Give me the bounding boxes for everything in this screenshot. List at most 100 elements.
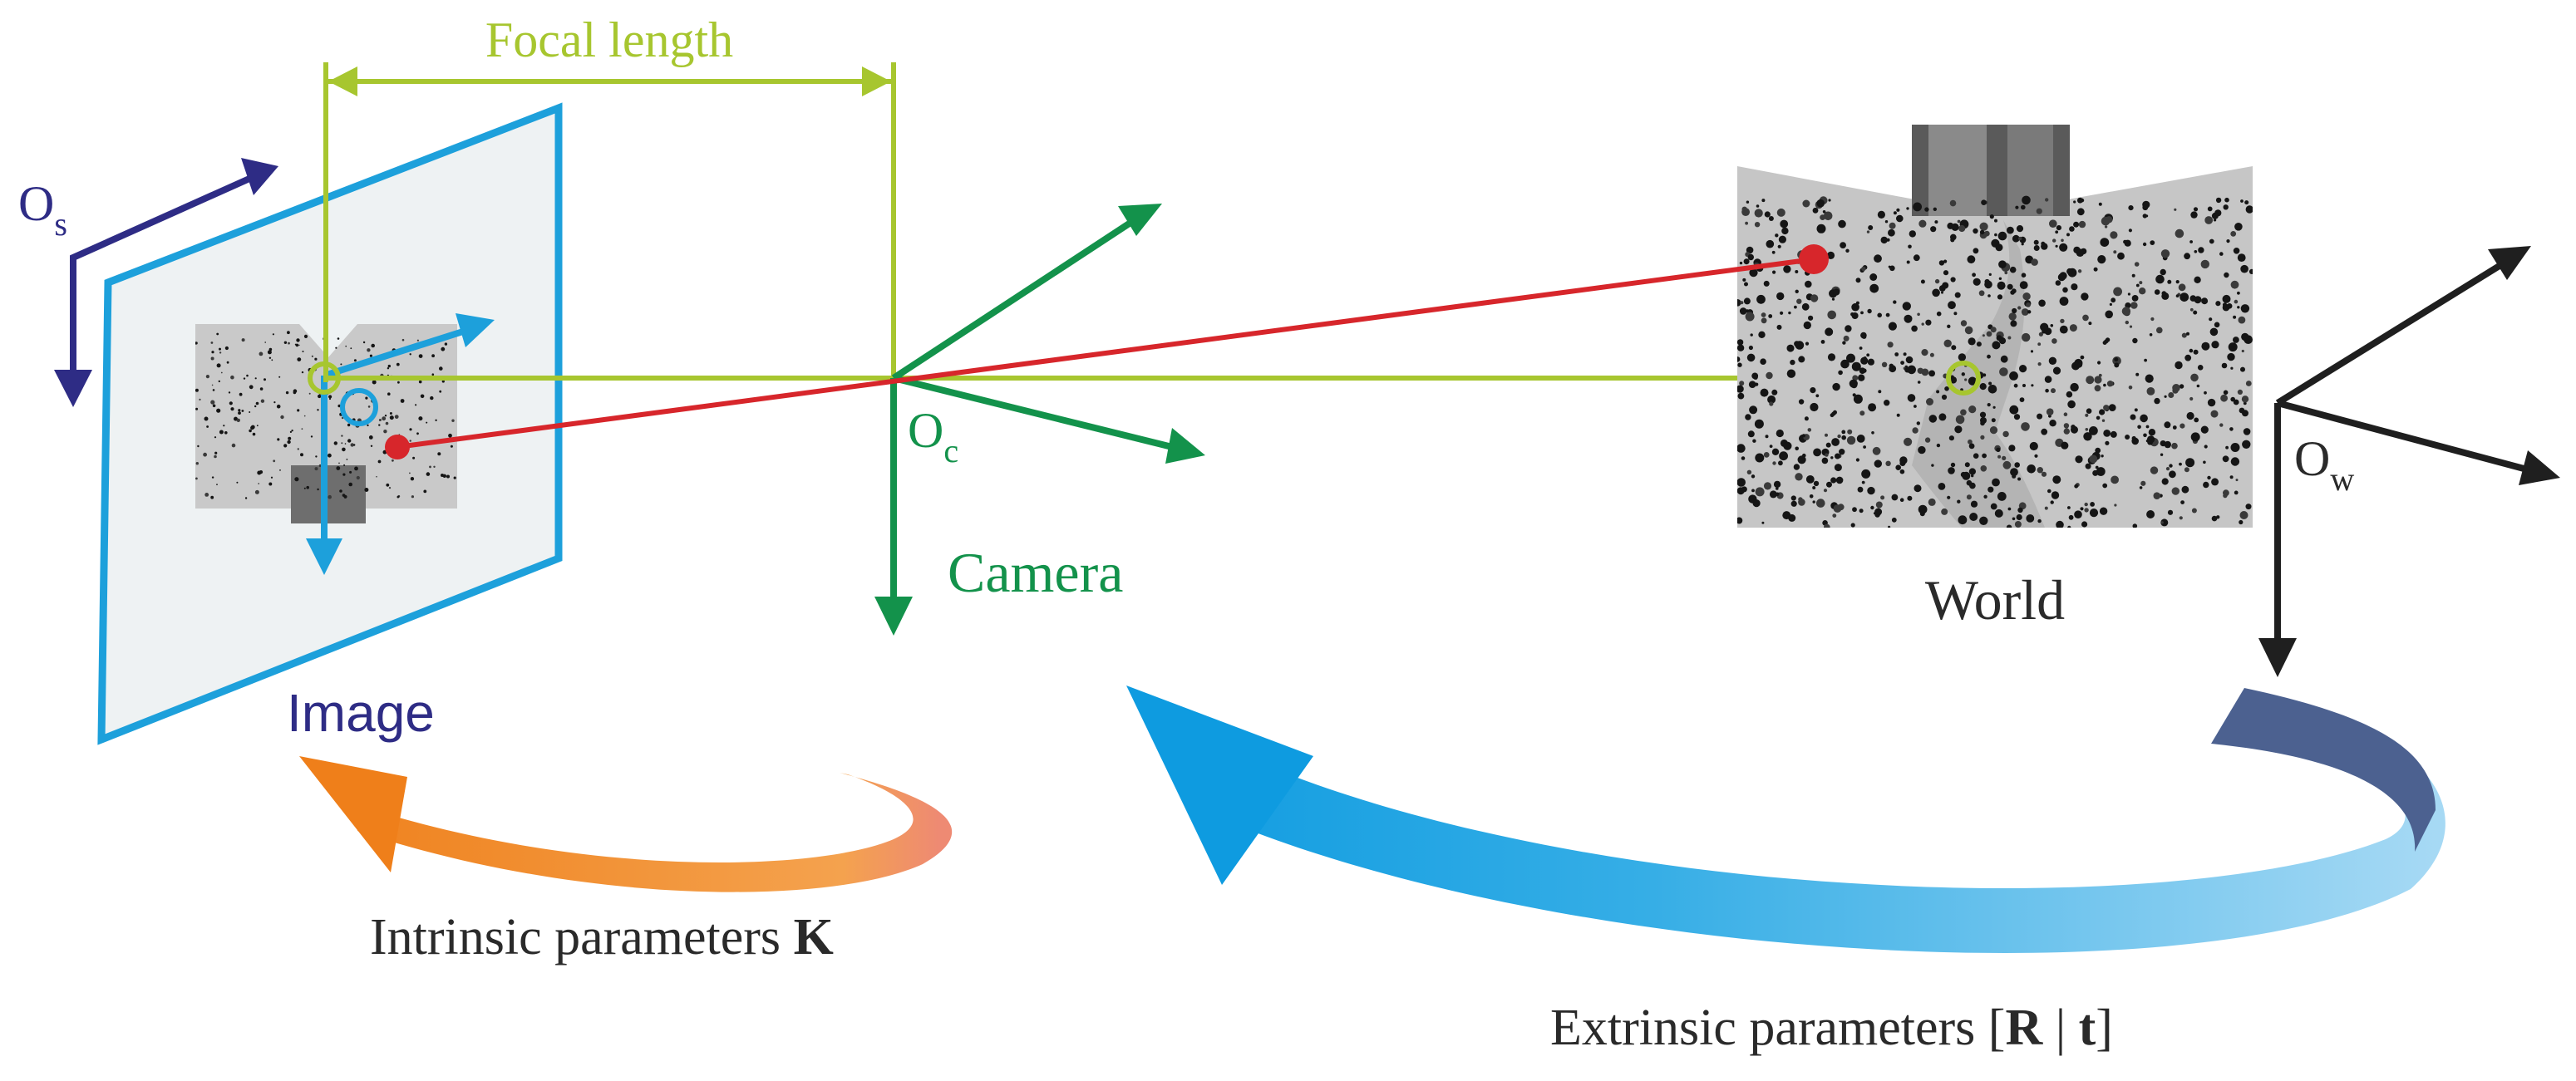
- speckle-dot: [2037, 362, 2042, 366]
- speckle-dot: [2071, 283, 2078, 291]
- speckle-dot: [1893, 211, 1897, 215]
- speckle-dot: [342, 473, 346, 476]
- speckle-dot: [2009, 371, 2018, 381]
- speckle-dot: [2198, 247, 2204, 253]
- speckle-dot: [1771, 448, 1780, 455]
- speckle-dot: [2143, 433, 2147, 438]
- speckle-dot: [1755, 453, 1765, 463]
- speckle-dot: [1913, 202, 1923, 212]
- speckle-dot: [2111, 297, 2116, 303]
- speckle-dot: [1852, 393, 1856, 397]
- speckle-dot: [341, 442, 343, 445]
- speckle-dot: [1926, 398, 1933, 405]
- speckle-dot: [2128, 205, 2134, 211]
- speckle-dot: [1980, 465, 1987, 472]
- speckle-dot: [1786, 344, 1795, 352]
- speckle-dot: [1877, 210, 1885, 219]
- speckle-dot: [302, 351, 304, 352]
- speckle-dot: [2222, 302, 2228, 307]
- speckle-dot: [2085, 463, 2091, 469]
- speckle-dot: [343, 464, 346, 466]
- speckle-dot: [273, 459, 276, 463]
- speckle-dot: [1739, 381, 1745, 386]
- speckle-dot: [2009, 266, 2017, 273]
- speckle-dot: [2194, 250, 2198, 253]
- speckle-dot: [2169, 464, 2173, 468]
- speckles-world: [1737, 195, 2253, 528]
- speckle-dot: [2161, 291, 2167, 296]
- speckle-dot: [210, 495, 214, 499]
- speckle-dot: [2117, 252, 2125, 260]
- speckle-dot: [2142, 214, 2147, 219]
- speckle-dot: [416, 432, 419, 435]
- speckle-dot: [2167, 509, 2174, 515]
- speckle-dot: [1739, 261, 1743, 265]
- speckle-dot: [1755, 487, 1765, 497]
- speckle-dot: [1980, 420, 1985, 426]
- world-label: World: [1925, 568, 2065, 631]
- speckle-dot: [2114, 357, 2119, 362]
- speckle-dot: [2201, 341, 2210, 351]
- speckle-dot: [1849, 379, 1858, 388]
- speckle-dot: [2139, 486, 2143, 489]
- speckle-dot: [2049, 219, 2057, 228]
- speckle-dot: [2086, 408, 2092, 415]
- speckle-dot: [2179, 462, 2182, 466]
- speckle-dot: [2056, 225, 2061, 231]
- speckle-dot: [2171, 442, 2178, 450]
- speckle-dot: [2203, 481, 2209, 489]
- speckle-dot: [2131, 295, 2139, 302]
- speckle-dot: [1941, 291, 1943, 294]
- speckle-dot: [1763, 482, 1772, 490]
- speckle-dot: [430, 396, 434, 400]
- speckle-dot: [1995, 243, 2003, 252]
- speckle-dot: [1745, 312, 1755, 322]
- speckle-dot: [2145, 425, 2150, 429]
- speckle-dot: [1870, 505, 1874, 510]
- speckle-dot: [1896, 208, 1900, 212]
- speckle-dot: [1907, 394, 1916, 402]
- speckle-dot: [270, 476, 273, 479]
- speckle-dot: [1823, 211, 1833, 221]
- speckle-dot: [1810, 294, 1819, 302]
- speckle-dot: [2160, 453, 2164, 456]
- speckle-dot: [2103, 430, 2111, 437]
- intrinsic-label: Intrinsic parameters K: [370, 909, 834, 966]
- speckle-dot: [2019, 281, 2028, 289]
- speckle-dot: [392, 459, 394, 462]
- speckle-dot: [1755, 382, 1759, 386]
- speckle-dot: [1948, 467, 1955, 474]
- speckle-dot: [1973, 278, 1981, 286]
- speckle-dot: [2009, 405, 2019, 415]
- speckle-dot: [2233, 315, 2237, 319]
- speckle-dot: [210, 356, 214, 361]
- speckle-dot: [2139, 287, 2146, 295]
- pixel-axis-y-arrowhead: [306, 538, 342, 575]
- speckle-dot: [370, 445, 373, 447]
- speckle-dot: [2194, 417, 2199, 423]
- speckle-dot: [349, 470, 352, 474]
- speckle-dot: [287, 331, 290, 335]
- speckle-dot: [1754, 419, 1764, 429]
- speckle-dot: [2097, 361, 2101, 365]
- speckle-dot: [1997, 231, 2007, 241]
- speckle-dot: [1924, 437, 1931, 443]
- speckle-dot: [2037, 342, 2042, 346]
- speckle-dot: [2021, 204, 2026, 210]
- speckle-dot: [1798, 356, 1805, 363]
- speckle-dot: [2174, 208, 2177, 211]
- speckle-dot: [212, 404, 216, 408]
- speckle-dot: [1756, 204, 1760, 208]
- speckle-dot: [2140, 414, 2148, 423]
- focal-right-arrowhead: [862, 66, 891, 96]
- speckle-dot: [2074, 484, 2079, 489]
- speckle-dot: [354, 466, 358, 471]
- speckle-dot: [2059, 325, 2068, 334]
- extrinsic-separator: |: [2042, 1000, 2078, 1056]
- speckle-dot: [1999, 367, 2008, 376]
- speckle-dot: [338, 462, 340, 464]
- speckle-dot: [2031, 384, 2034, 387]
- speckle-dot: [311, 355, 313, 357]
- speckle-dot: [1744, 282, 1748, 287]
- speckle-dot: [2061, 441, 2069, 450]
